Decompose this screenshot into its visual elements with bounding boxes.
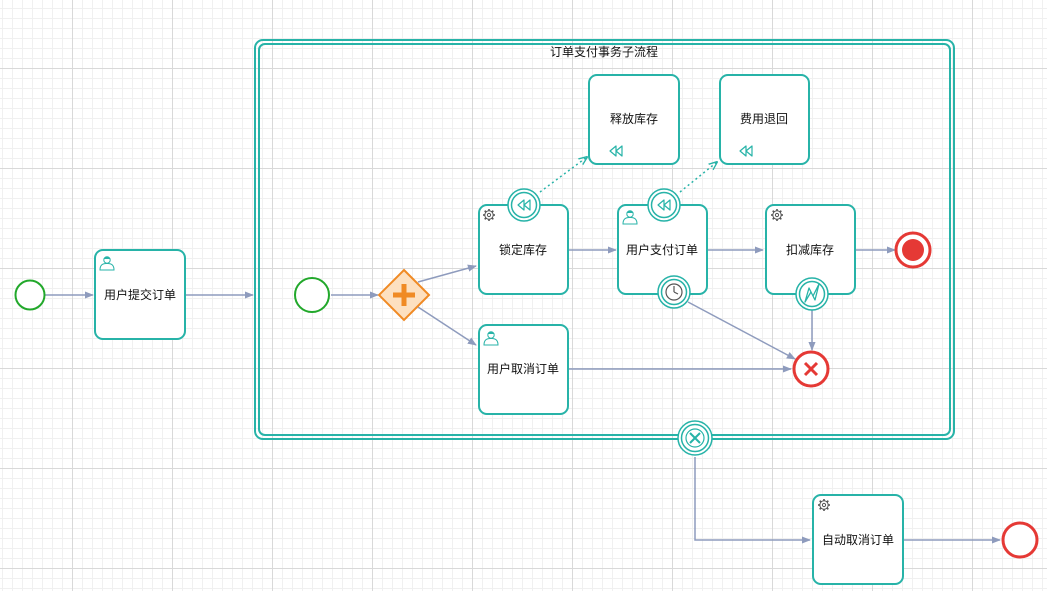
end-event-auto-cancel[interactable] — [1001, 521, 1039, 559]
task-label: 扣减库存 — [786, 242, 834, 257]
parallel-gateway-plus-icon — [393, 284, 415, 306]
cancel-boundary-event[interactable] — [677, 420, 713, 456]
lightning-icon — [804, 283, 820, 303]
association-lock-to-release[interactable] — [539, 157, 587, 193]
task-label: 释放库存 — [610, 111, 658, 126]
flow-gateway-to-lock[interactable] — [417, 264, 477, 283]
sequence-flows — [45, 246, 1001, 544]
parallel-gateway[interactable] — [377, 268, 431, 322]
task-label: 锁定库存 — [499, 242, 547, 257]
task-release-inventory[interactable]: 释放库存 — [588, 74, 680, 165]
task-label: 用户提交订单 — [104, 287, 176, 302]
task-label: 费用退回 — [740, 112, 788, 126]
flow-timer-to-error-end[interactable] — [687, 301, 796, 360]
task-label: 用户取消订单 — [487, 361, 559, 376]
x-icon — [803, 361, 819, 377]
end-event-success[interactable] — [894, 231, 932, 269]
flow-gateway-to-cancel[interactable] — [417, 306, 477, 346]
task-label: 用户支付订单 — [626, 242, 698, 257]
start-event[interactable] — [14, 279, 46, 311]
task-lock-inventory[interactable]: 锁定库存 — [478, 204, 569, 295]
task-label: 自动取消订单 — [822, 533, 894, 547]
task-user-cancel-order[interactable]: 用户取消订单 — [478, 324, 569, 415]
task-auto-cancel-order[interactable]: 自动取消订单 — [812, 494, 904, 585]
compensation-boundary-pay[interactable] — [647, 188, 681, 222]
error-boundary-event[interactable] — [795, 277, 829, 311]
flow-cancel-boundary-to-auto-cancel[interactable] — [694, 457, 811, 544]
task-user-submit-order[interactable]: 用户提交订单 — [94, 249, 186, 340]
association-pay-to-refund[interactable] — [679, 162, 717, 193]
compensation-boundary-lock[interactable] — [507, 188, 541, 222]
clock-icon — [665, 283, 683, 301]
x-icon — [685, 428, 705, 448]
task-refund-fee[interactable]: 费用退回 — [719, 74, 810, 165]
cancel-end-event[interactable] — [792, 350, 830, 388]
subprocess-start-event[interactable] — [294, 277, 330, 313]
timer-boundary-event[interactable] — [657, 275, 691, 309]
subprocess-container[interactable]: 订单支付事务子流程 — [254, 39, 955, 440]
subprocess-title: 订单支付事务子流程 — [550, 44, 658, 59]
